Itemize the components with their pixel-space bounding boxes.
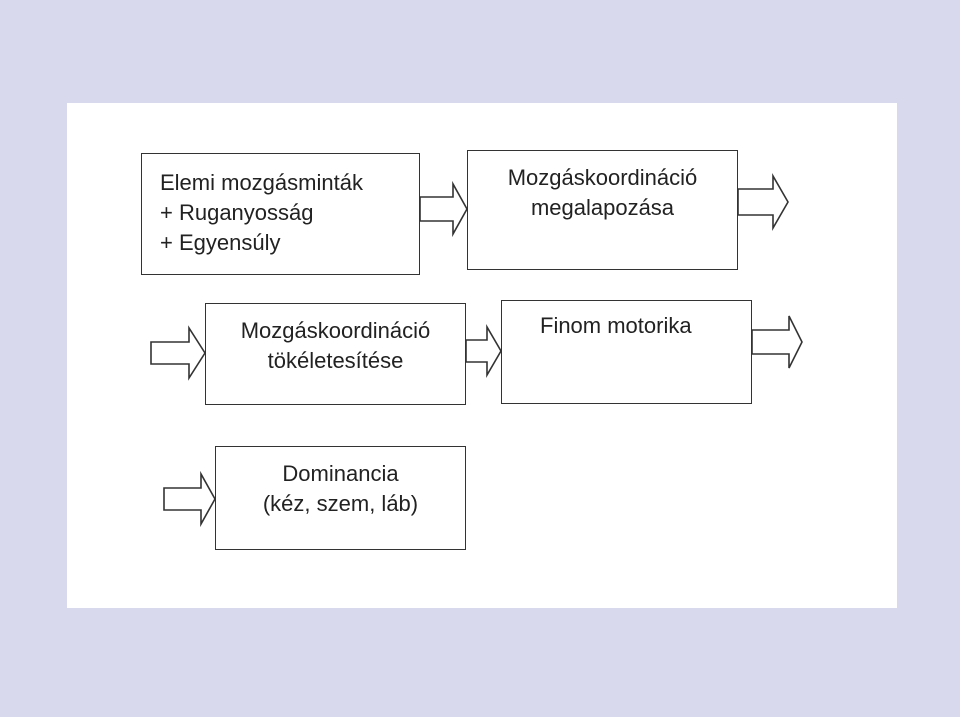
box-line: Dominancia: [282, 461, 399, 486]
box-elemi-mozgasmintak: Elemi mozgásminták + Ruganyosság + Egyen…: [141, 153, 420, 275]
box-line: Mozgáskoordináció: [507, 165, 698, 190]
arrow-right-icon: [150, 325, 206, 381]
arrow-right-icon: [737, 173, 789, 231]
arrow-right-icon: [465, 324, 502, 378]
arrow-right-icon: [419, 180, 468, 238]
arrow-right-icon: [751, 315, 803, 369]
scanned-page: Elemi mozgásminták + Ruganyosság + Egyen…: [67, 103, 897, 608]
box-dominancia: Dominancia (kéz, szem, láb): [215, 446, 466, 550]
box-line: Elemi mozgásminták: [160, 170, 363, 195]
box-line: + Egyensúly: [160, 230, 281, 255]
box-finom-motorika: Finom motorika: [501, 300, 752, 404]
box-line: + Ruganyosság: [160, 200, 314, 225]
flow-arrows: [150, 173, 803, 528]
box-line: Finom motorika: [540, 313, 692, 338]
box-mozgaskoordinacio-tokeletesitese: Mozgáskoordináció tökéletesítése: [205, 303, 466, 405]
box-line: (kéz, szem, láb): [262, 491, 419, 516]
box-line: Mozgáskoordináció: [240, 318, 431, 343]
box-mozgaskoordinacio-megalapozasa: Mozgáskoordináció megalapozása: [467, 150, 738, 270]
box-line: megalapozása: [530, 195, 675, 220]
arrow-right-icon: [163, 470, 216, 528]
box-line: tökéletesítése: [267, 348, 404, 373]
